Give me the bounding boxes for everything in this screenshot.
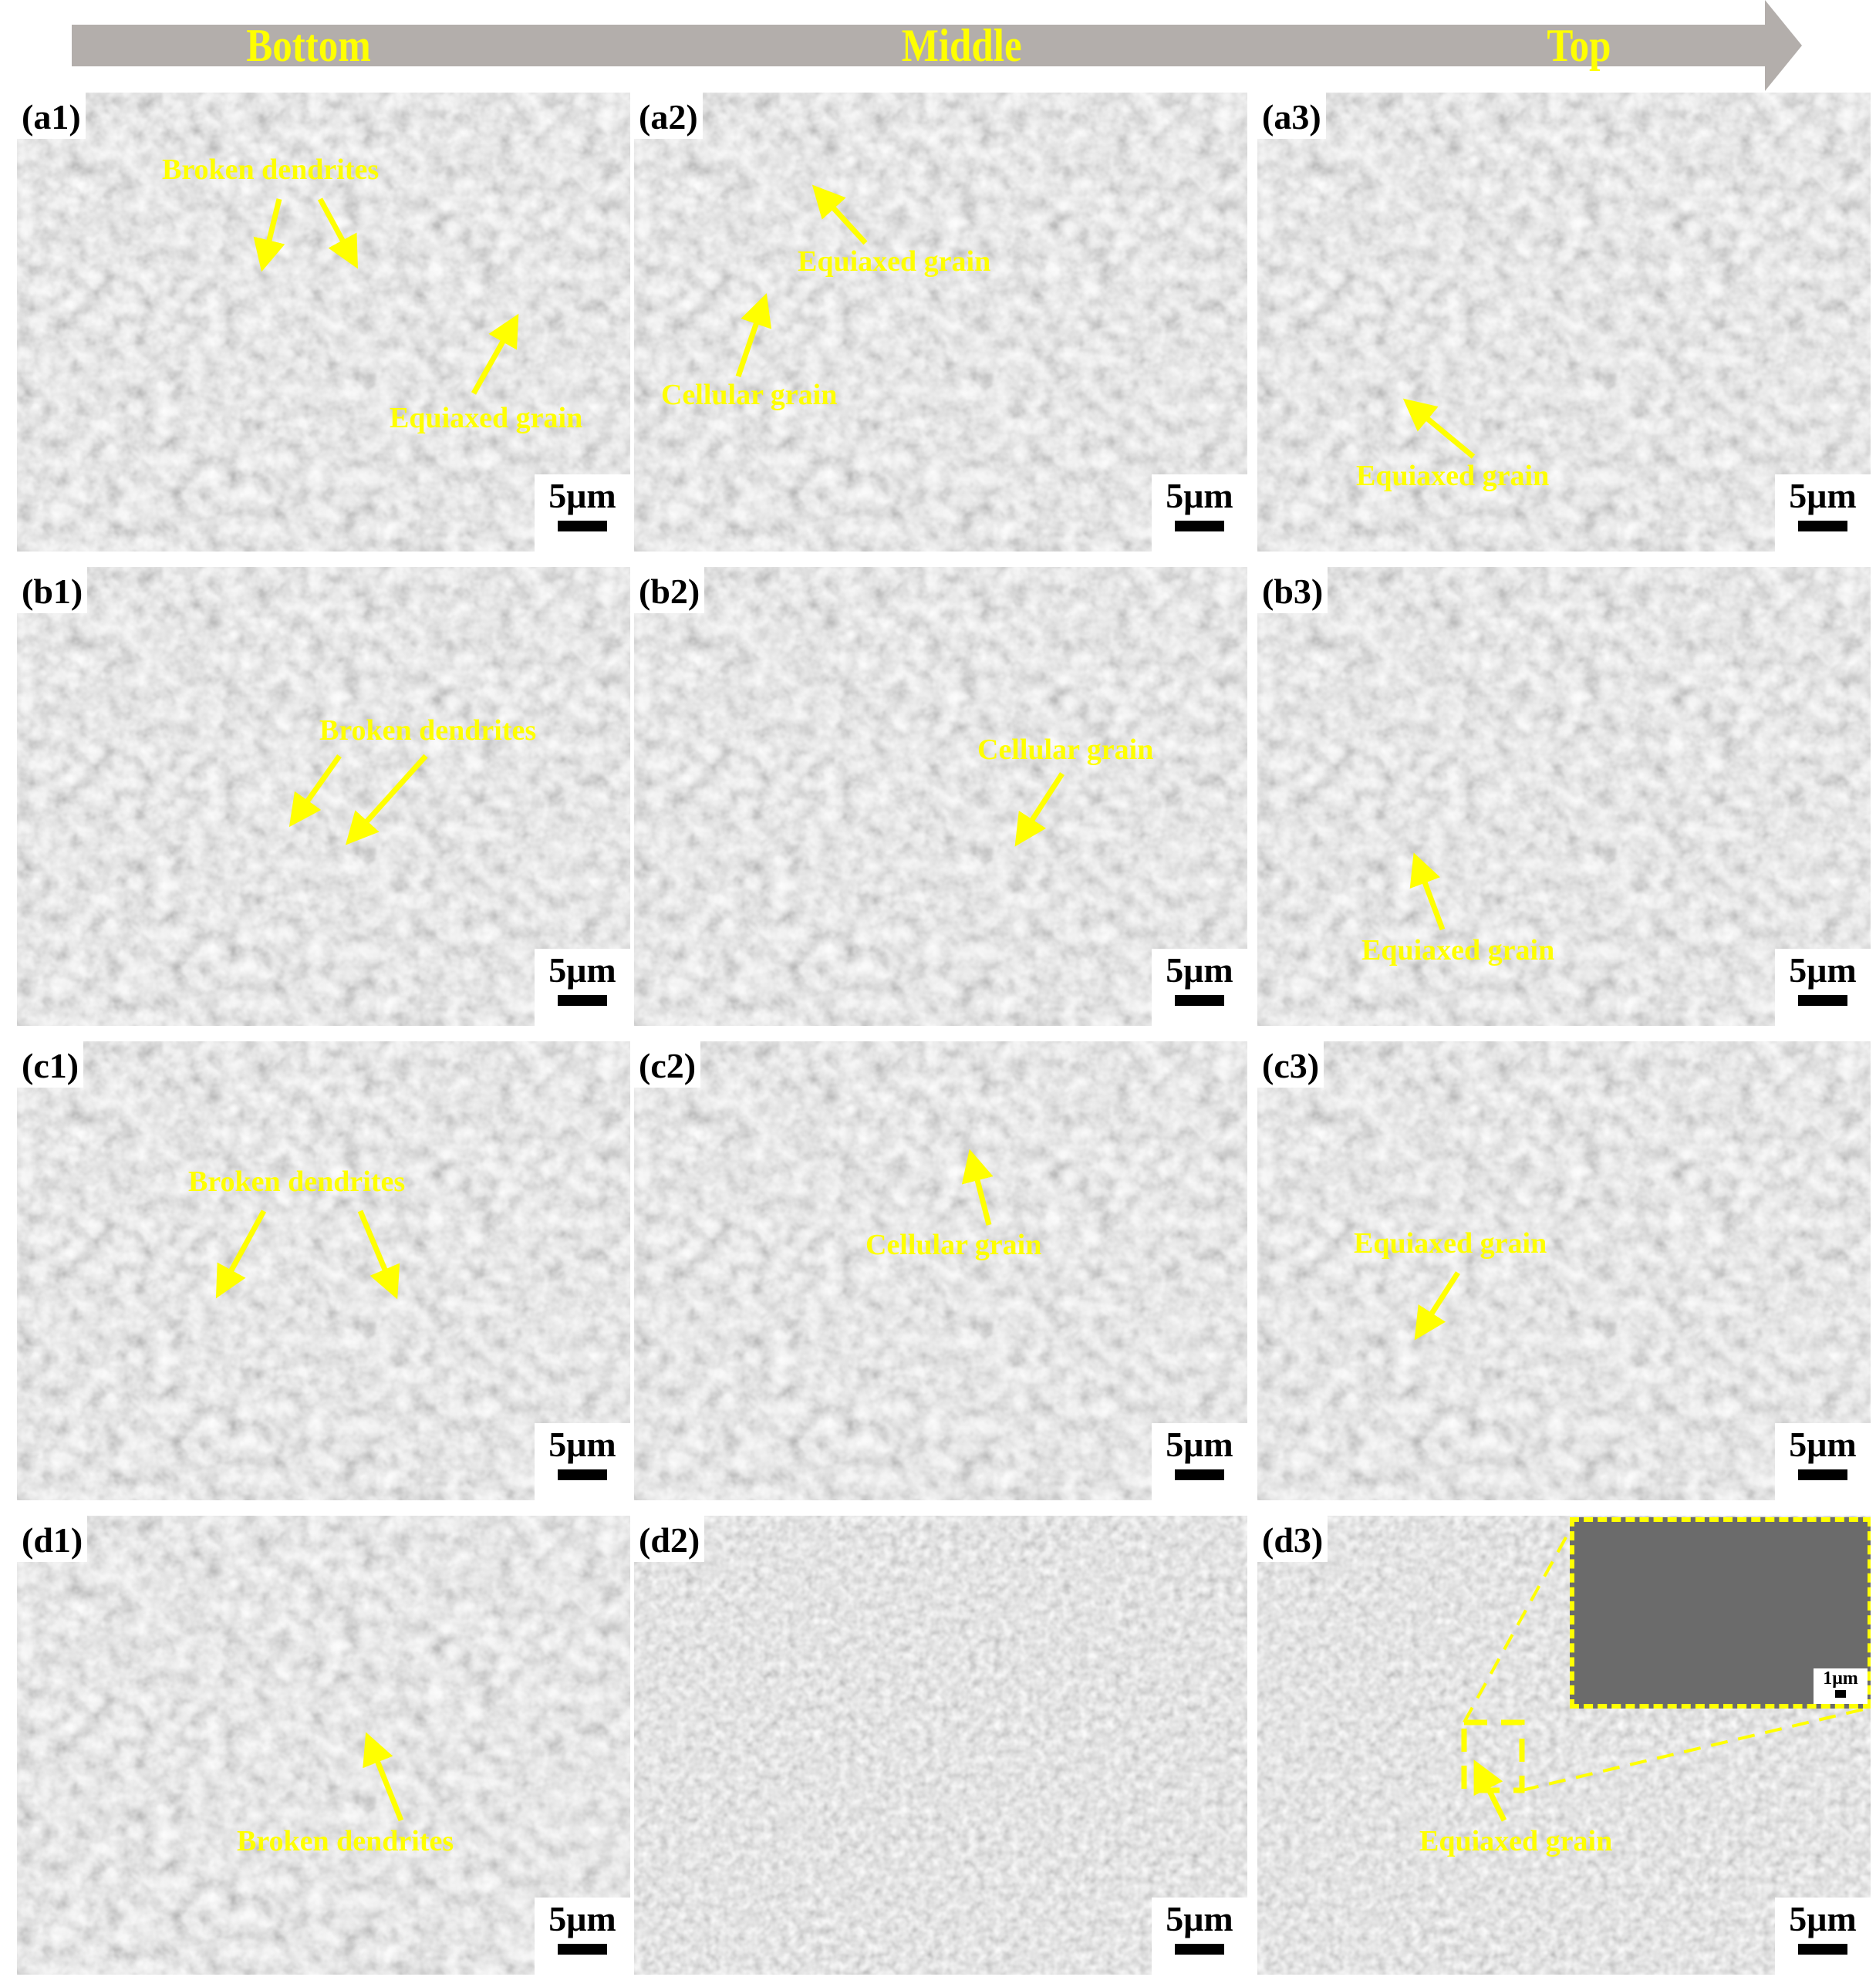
inset-scale-bar: 1μm	[1814, 1668, 1868, 1704]
arrow-icons	[961, 1149, 994, 1226]
scale-bar: 5μm	[1775, 949, 1871, 1026]
arrow-head-icon	[1765, 0, 1802, 91]
panel-label: (c3)	[1257, 1041, 1324, 1088]
sem-image	[634, 1041, 1247, 1500]
scale-bar: 5μm	[1152, 474, 1247, 552]
panel-label: (b2)	[634, 567, 705, 613]
panel-c3: (c3) Equiaxed grain 5μm	[1257, 1041, 1871, 1500]
arrow-icons	[288, 754, 428, 845]
position-arrow: Bottom Middle Top	[0, 0, 1876, 91]
annotation-broken-dendrites: Broken dendrites	[162, 153, 380, 186]
annotation-broken-dendrites: Broken dendrites	[237, 1825, 454, 1857]
scale-bar: 5μm	[1775, 474, 1871, 552]
panel-b2: (b2) Cellular grain 5μm	[634, 567, 1247, 1026]
sem-image	[17, 1516, 630, 1975]
zoom-indicator	[1461, 1523, 1868, 1822]
panel-label: (a2)	[634, 93, 703, 139]
sem-image	[1257, 93, 1871, 552]
label-middle: Middle	[901, 20, 1022, 71]
annotation-equiaxed-grain: Equiaxed grain	[1354, 1227, 1547, 1260]
arrow-icons	[215, 1209, 400, 1300]
panel-a2: (a2) Equiaxed grain Cellular grain 5μm	[634, 93, 1247, 552]
scale-bar: 5μm	[1152, 1898, 1247, 1975]
annotation-equiaxed-grain: Equiaxed grain	[1356, 460, 1550, 492]
sem-image	[634, 567, 1247, 1026]
scale-bar: 5μm	[1775, 1898, 1871, 1975]
magnified-inset: 1μm	[1570, 1517, 1871, 1709]
panel-label: (d1)	[17, 1516, 88, 1562]
sem-image	[17, 1041, 630, 1500]
annotation-equiaxed-grain: Equiaxed grain	[390, 402, 583, 434]
scale-bar: 5μm	[535, 1898, 630, 1975]
panel-label: (a1)	[17, 93, 86, 139]
panel-label: (d2)	[634, 1516, 705, 1562]
panel-c1: (c1) Broken dendrites 5μm	[17, 1041, 630, 1500]
label-top: Top	[1547, 20, 1611, 71]
panel-label: (a3)	[1257, 93, 1326, 139]
panel-label: (b1)	[17, 567, 88, 613]
arrow-icons	[1402, 398, 1476, 459]
sem-image	[17, 93, 630, 552]
annotation-equiaxed-grain: Equiaxed grain	[1419, 1825, 1613, 1857]
annotation-cellular-grain: Cellular grain	[865, 1229, 1042, 1261]
arrow-icons	[735, 184, 868, 378]
panel-c2: (c2) Cellular grain 5μm	[634, 1041, 1247, 1500]
panel-d2: (d2) 5μm	[634, 1516, 1247, 1975]
panel-label: (c2)	[634, 1041, 701, 1088]
annotation-cellular-grain: Cellular grain	[661, 379, 838, 411]
panel-a3: (a3) Equiaxed grain 5μm	[1257, 93, 1871, 552]
scale-bar: 5μm	[535, 1423, 630, 1500]
annotation-cellular-grain: Cellular grain	[977, 734, 1154, 766]
panel-label: (c1)	[17, 1041, 84, 1088]
annotation-equiaxed-grain: Equiaxed grain	[798, 245, 991, 278]
annotation-broken-dendrites: Broken dendrites	[319, 714, 537, 747]
arrow-shaft	[72, 25, 1765, 66]
arrow-icons	[253, 197, 519, 395]
panel-d3: (d3) 1μm Equiaxed grain 5μm	[1257, 1516, 1871, 1975]
scale-bar: 5μm	[535, 474, 630, 552]
sem-image	[634, 93, 1247, 552]
arrow-icons	[363, 1732, 404, 1822]
panel-label: (d3)	[1257, 1516, 1328, 1562]
sem-image	[634, 1516, 1247, 1975]
panel-b3: (b3) Equiaxed grain 5μm	[1257, 567, 1871, 1026]
arrow-icons	[1409, 852, 1446, 931]
scale-bar: 5μm	[1152, 1423, 1247, 1500]
panel-label: (b3)	[1257, 567, 1328, 613]
sem-image	[17, 567, 630, 1026]
panel-a1: (a1) Broken dendrites Equiaxed grain 5μm	[17, 93, 630, 552]
sem-image	[1257, 567, 1871, 1026]
panel-d1: (d1) Broken dendrites 5μm	[17, 1516, 630, 1975]
annotation-broken-dendrites: Broken dendrites	[188, 1166, 406, 1198]
scale-bar: 5μm	[1152, 949, 1247, 1026]
scale-bar: 5μm	[535, 949, 630, 1026]
sem-image	[1257, 1041, 1871, 1500]
annotation-equiaxed-grain: Equiaxed grain	[1361, 934, 1555, 967]
arrow-icons	[1414, 1271, 1460, 1341]
label-bottom: Bottom	[246, 20, 371, 71]
scale-bar: 5μm	[1775, 1423, 1871, 1500]
panel-b1: (b1) Broken dendrites 5μm	[17, 567, 630, 1026]
arrow-icons	[1014, 772, 1065, 847]
